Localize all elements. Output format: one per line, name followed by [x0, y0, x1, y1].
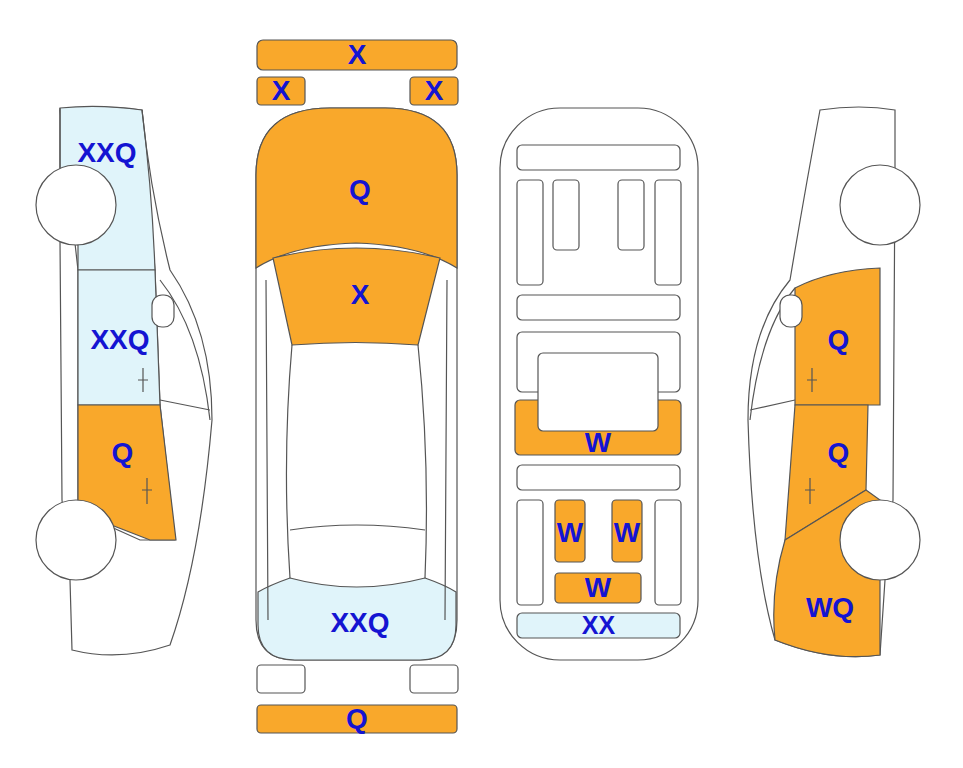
hood: Q — [300, 160, 420, 220]
underbody-panel: W — [555, 508, 585, 558]
damage-code: Q — [346, 705, 368, 733]
front-door: Q — [797, 315, 880, 365]
front-bumper: X — [257, 40, 457, 70]
damage-code: Q — [349, 176, 371, 204]
underbody-panel: W — [555, 573, 641, 603]
front-door: Q — [80, 425, 165, 480]
rear-quarter-panel: WQ — [775, 580, 885, 635]
trunk-panel: XXQ — [300, 598, 420, 648]
windshield: X — [300, 265, 420, 325]
damage-code: Q — [112, 439, 134, 467]
damage-code: XXQ — [77, 139, 136, 167]
rear-quarter-panel: XXQ — [62, 128, 152, 178]
damage-code: W — [614, 519, 640, 547]
damage-code: XXQ — [90, 326, 149, 354]
rear-crossmember: XX — [517, 613, 680, 638]
underbody-panel: W — [612, 508, 642, 558]
headlight: X — [410, 77, 458, 105]
damage-code: X — [348, 41, 367, 69]
damage-code: W — [585, 429, 611, 457]
damage-code: Q — [828, 326, 850, 354]
damage-code: W — [557, 519, 583, 547]
damage-code: WQ — [806, 594, 854, 622]
floor-panel: W — [515, 425, 681, 460]
headlight: X — [257, 77, 305, 105]
rear-door: Q — [797, 425, 880, 480]
damage-code: X — [272, 77, 291, 105]
damage-code: XX — [582, 613, 615, 638]
rear-door: XXQ — [80, 315, 160, 365]
damage-code: XXQ — [330, 609, 389, 637]
damage-code: Q — [828, 439, 850, 467]
damage-code: X — [351, 281, 370, 309]
damage-code: X — [425, 77, 444, 105]
damage-code: W — [585, 574, 611, 602]
rear-bumper: Q — [257, 705, 457, 733]
